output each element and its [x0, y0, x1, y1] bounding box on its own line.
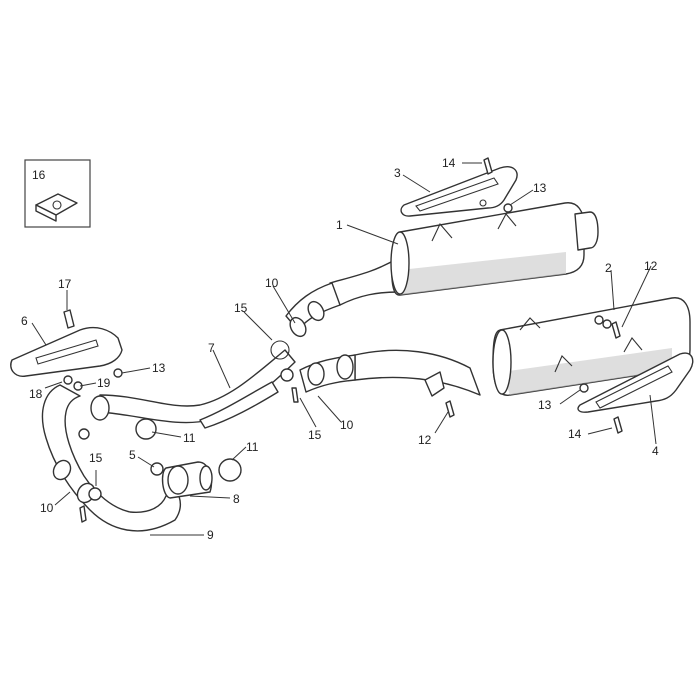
callout-14-lower: 14 [568, 427, 582, 441]
callout-3: 3 [394, 166, 401, 180]
flange-pipe [161, 461, 213, 499]
callout-9: 9 [207, 528, 214, 542]
upper-link-pipe [285, 282, 341, 338]
callout-4: 4 [652, 444, 659, 458]
lower-heat-shield [577, 352, 694, 413]
callout-12-upper: 12 [644, 259, 658, 273]
callout-19: 19 [97, 376, 111, 390]
callout-10-upper: 10 [265, 276, 279, 290]
main-header-pipe [99, 340, 296, 429]
callout-5: 5 [129, 448, 136, 462]
callout-13-left: 13 [152, 361, 166, 375]
callout-13-lower: 13 [538, 398, 552, 412]
callout-2: 2 [605, 261, 612, 275]
callout-1: 1 [336, 218, 343, 232]
callout-18: 18 [29, 387, 43, 401]
leader-lines [31, 162, 657, 536]
small-hardware [63, 157, 623, 523]
callout-15-front: 15 [89, 451, 103, 465]
callout-11-right: 11 [246, 440, 259, 454]
callout-14-upper: 14 [442, 156, 456, 170]
callout-17: 17 [58, 277, 72, 291]
callout-15-lower: 15 [308, 428, 322, 442]
inset-label: 16 [32, 168, 46, 182]
callout-10-front: 10 [40, 501, 54, 515]
upper-heat-shield [400, 166, 518, 217]
callout-15-upper: 15 [234, 301, 248, 315]
lower-link-pipe [299, 354, 356, 393]
front-heat-shield [10, 326, 123, 377]
callout-12-lower: 12 [418, 433, 432, 447]
callout-11-left: 11 [183, 431, 196, 445]
inset-clip-nut: 16 [24, 159, 91, 228]
callout-labels: 1 2 3 4 5 6 7 8 9 10 10 10 11 11 12 12 1… [21, 156, 659, 542]
callout-7: 7 [208, 341, 215, 355]
callout-10-lower: 10 [340, 418, 354, 432]
callout-8: 8 [233, 492, 240, 506]
callout-13-upper: 13 [533, 181, 547, 195]
callout-6: 6 [21, 314, 28, 328]
lower-muffler [354, 297, 691, 397]
upper-muffler [329, 202, 599, 306]
